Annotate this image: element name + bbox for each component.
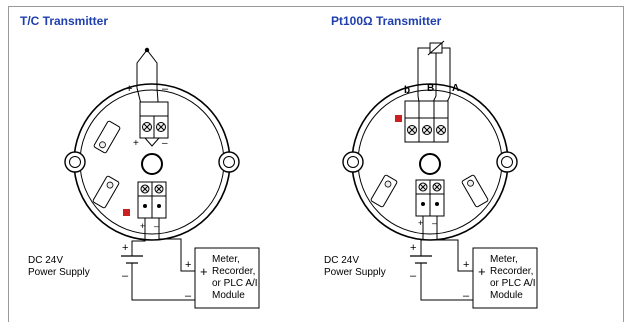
pt-meter-box: + – + Meter, Recorder, or PLC A/I Module [463,247,538,309]
tc-upper-minus: – [162,138,168,149]
tc-meter-box: + – + Meter, Recorder, or PLC A/I Module [185,247,260,309]
pt-slot-lower-left [370,174,398,208]
tc-meter-line-2: Recorder, [212,266,255,277]
pt-lower-minus: – [432,218,437,228]
tc-supply-plus: + [122,242,128,254]
pt100-transmitter: b B A [324,40,538,309]
pt100-transmitter-title: Pt100Ω Transmitter [331,14,442,28]
tc-supply-label-2: Power Supply [28,267,90,278]
pt-meter-plus-outer: + [463,259,469,271]
tc-dc-supply: + – DC 24V Power Supply [28,242,143,282]
pt-indicator-led [395,115,402,122]
pt-meter-minus-outer: – [463,290,470,302]
pt-supply-plus: + [410,242,416,254]
border [8,6,624,322]
pt-left-ear [342,151,364,173]
pt-supply-label-2: Power Supply [324,267,386,278]
pt-meter-line-2: Recorder, [490,266,533,277]
pt-label-b-left: b [404,85,410,96]
pt-meter-line-4: Module [490,290,523,301]
tc-supply-label-1: DC 24V [28,255,63,266]
tc-leads [136,49,158,88]
tc-slot-lower-left [92,175,120,209]
tc-meter-line-4: Module [212,290,245,301]
tc-junction [144,47,150,53]
pt-lower-plus: + [418,218,423,228]
pt-right-ear [496,151,518,173]
tc-left-ear [64,151,86,173]
pt-center-hole [419,153,441,175]
tc-slot-upper-left [93,120,121,154]
tc-lower-minus: – [154,221,159,231]
pt-dc-supply: + – DC 24V Power Supply [324,242,432,282]
pt-meter-line-3: or PLC A/I [490,278,536,289]
tc-lower-terminal: + – [137,181,167,231]
tc-meter-plus: + [200,264,208,279]
pt-slot-lower-right [461,174,489,208]
tc-lower-plus: + [140,221,145,231]
tc-meter-plus-outer: + [185,259,191,271]
pt-label-b: B [427,83,434,94]
pt-supply-minus: – [410,270,417,282]
tc-center-hole [141,153,163,175]
tc-plus-label: + [126,83,132,95]
tc-indicator-led [123,209,130,216]
tc-meter-minus-outer: – [185,290,192,302]
tc-transmitter: + – [28,47,260,309]
tc-minus-label: – [162,83,169,95]
pt-lower-terminal: + – [415,179,445,228]
pt-upper-terminal [404,100,449,143]
pt-meter-plus: + [478,264,486,279]
tc-right-ear [218,151,240,173]
tc-transmitter-title: T/C Transmitter [20,14,109,28]
tc-upper-plus: + [133,138,139,149]
pt-meter-line-1: Meter, [490,254,518,265]
tc-upper-terminal: + – [133,101,169,149]
tc-meter-line-3: or PLC A/I [212,278,258,289]
tc-meter-line-1: Meter, [212,254,240,265]
pt-supply-label-1: DC 24V [324,255,359,266]
tc-supply-minus: – [122,270,129,282]
